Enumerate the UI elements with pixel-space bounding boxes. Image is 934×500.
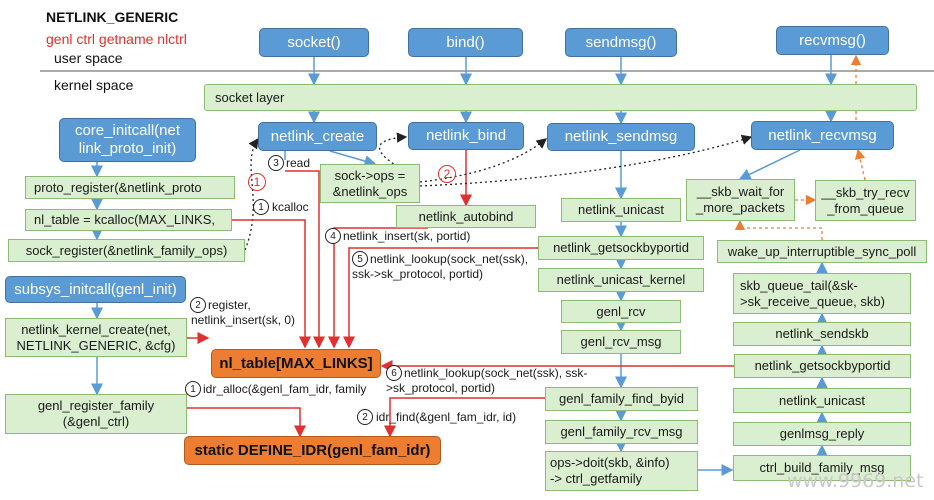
skb-try-recv-from-queue: __skb_try_recv _from_queue	[815, 180, 916, 221]
step-1-red: 1	[248, 173, 266, 191]
netlink-sendmsg: netlink_sendmsg	[547, 123, 695, 151]
recv-netlink-getsockbyportid: netlink_getsockbyportid	[734, 354, 911, 378]
arrow-recvmsg-wait	[738, 149, 801, 180]
step-1-idr-marker: 1	[185, 381, 201, 397]
wake-up-interruptible-sync-poll: wake_up_interruptible_sync_poll	[717, 240, 927, 263]
step-5-marker: 5	[352, 251, 368, 267]
dashed-wake-to-wait	[734, 219, 823, 240]
netlink-create: netlink_create	[258, 122, 377, 151]
ctrl-build-family-msg: ctrl_build_family_msg	[733, 455, 911, 481]
step-4-marker: 4	[325, 228, 341, 244]
subsys-initcall: subsys_initcall(genl_init)	[5, 276, 186, 303]
kcalloc-label: kcalloc	[272, 200, 309, 214]
send-netlink-unicast: netlink_unicast	[561, 198, 681, 222]
nl-table-kcalloc: nl_table = kcalloc(MAX_LINKS,	[25, 209, 232, 231]
step-2-red: 2	[438, 165, 456, 183]
netlink-autobind: netlink_autobind	[396, 205, 536, 228]
netlink-kernel-create: netlink_kernel_create(net, NETLINK_GENER…	[5, 318, 187, 357]
red-idrfind	[384, 397, 545, 438]
core-initcall: core_initcall(net link_proto_init)	[59, 118, 196, 162]
netlink-recvmsg: netlink_recvmsg	[751, 121, 894, 150]
dotted-ops-bind	[379, 132, 421, 179]
genl-family-find-byid: genl_family_find_byid	[545, 387, 698, 411]
netlink-unicast-kernel: netlink_unicast_kernel	[538, 268, 704, 292]
proto-register: proto_register(&netlink_proto	[25, 176, 235, 199]
diagram-title: NETLINK_GENERIC	[46, 9, 179, 25]
red-idralloc	[187, 407, 306, 438]
idr-alloc-label: idr_alloc(&genl_fam_idr, family	[203, 382, 367, 396]
socket-layer: socket layer	[204, 84, 917, 111]
sendmsg-call: sendmsg()	[565, 28, 677, 57]
ops-doit: ops->doit(skb, &info) -> ctrl_getfamily	[545, 451, 698, 491]
socket-call: socket()	[259, 28, 369, 57]
read-label: read	[286, 156, 311, 170]
red-read-table	[285, 170, 325, 349]
genl-register-family: genl_register_family (&genl_ctrl)	[5, 394, 187, 434]
kernel-space-label: kernel space	[54, 77, 134, 93]
recvmsg-call: recvmsg()	[776, 26, 889, 55]
user-space-label: user space	[54, 50, 123, 66]
red-lookup-send-table	[343, 247, 538, 349]
dotted-sockreg-create	[244, 137, 259, 251]
lookup-recv-label: netlink_lookup(sock_net(ssk), ssk- >sk_p…	[386, 366, 588, 395]
step-2-idr-marker: 2	[357, 409, 373, 425]
genlmsg-reply: genlmsg_reply	[733, 422, 911, 446]
recv-netlink-unicast: netlink_unicast	[733, 388, 911, 413]
red-kcalloc-table	[232, 219, 311, 349]
genl-rcv: genl_rcv	[561, 300, 681, 323]
bind-call: bind()	[408, 28, 523, 57]
send-netlink-getsockbyportid: netlink_getsockbyportid	[538, 236, 704, 260]
register-label: register, netlink_insert(sk, 0)	[191, 298, 296, 327]
red-insert-table	[328, 227, 428, 349]
idr-find-label: idr_find(&genl_fam_idr, id)	[376, 410, 517, 424]
watermark: www.9969.net	[787, 470, 924, 492]
skb-wait-for-more-packets: __skb_wait_for _more_packets	[686, 179, 795, 221]
dashed-try-recvmsg	[855, 148, 866, 181]
diagram-subtitle: genl ctrl getname nlctrl	[46, 31, 187, 47]
insert-label: netlink_insert(sk, portid)	[343, 229, 471, 243]
netlink-bind: netlink_bind	[408, 122, 524, 150]
lookup-send-label: netlink_lookup(sock_net(ssk), ssk->sk_pr…	[352, 252, 529, 281]
skb-queue-tail: skb_queue_tail(&sk- >sk_receive_queue, s…	[733, 273, 911, 314]
socket-layer-label: socket layer	[215, 89, 285, 105]
genl-family-rcv-msg: genl_family_rcv_msg	[545, 420, 698, 444]
sock-ops-assign: sock->ops = &netlink_ops	[320, 164, 420, 203]
step-6-marker: 6	[386, 365, 402, 381]
step-2-marker: 2	[190, 297, 206, 313]
genl-rcv-msg: genl_rcv_msg	[561, 330, 681, 354]
netlink-sendskb: netlink_sendskb	[733, 322, 911, 346]
arrow-create-ops	[329, 150, 377, 167]
nl-table: nl_table[MAX_LINKS]	[211, 349, 381, 378]
step-3-marker: 3	[268, 155, 284, 171]
sock-register: sock_register(&netlink_family_ops)	[8, 239, 245, 262]
step-1-marker: 1	[253, 199, 269, 215]
genl-fam-idr: static DEFINE_IDR(genl_fam_idr)	[184, 436, 441, 465]
